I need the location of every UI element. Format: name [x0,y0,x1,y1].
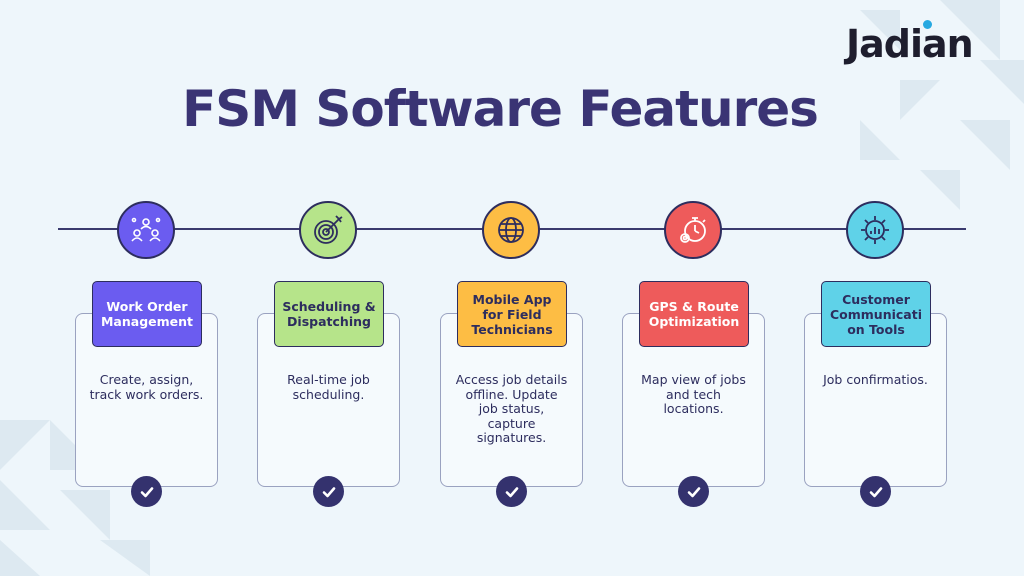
feature-3-circle [482,201,540,259]
check-icon [860,476,891,507]
feature-1-circle [117,201,175,259]
feature-5-circle [846,201,904,259]
feature-desc-5: Job confirmatios. [823,372,928,387]
feature-badge-4: GPS & Route Optimization [639,281,749,347]
feature-badge-2: Scheduling & Dispatching [274,281,384,347]
users-network-icon [131,217,161,242]
feature-badge-5: Customer Communicati on Tools [821,281,931,347]
check-icon [496,476,527,507]
feature-2-circle [299,201,357,259]
stopwatch-gear-icon [680,217,706,243]
feature-desc-3: Access job details offline. Update job s… [455,372,568,445]
page-title: FSM Software Features [182,80,819,138]
feature-desc-2: Real-time job scheduling. [287,372,370,402]
feature-badge-1: Work Order Management [92,281,202,347]
logo-dot [923,20,932,29]
feature-4-circle [664,201,722,259]
check-icon [131,476,162,507]
globe-icon [498,217,524,243]
gear-chart-icon [861,216,889,244]
target-icon [314,215,343,244]
brand-logo: Jadian [846,22,974,66]
feature-desc-1: Create, assign, track work orders. [89,372,204,402]
feature-desc-4: Map view of jobs and tech locations. [641,372,746,416]
check-icon [678,476,709,507]
feature-badge-3: Mobile App for Field Technicians [457,281,567,347]
check-icon [313,476,344,507]
